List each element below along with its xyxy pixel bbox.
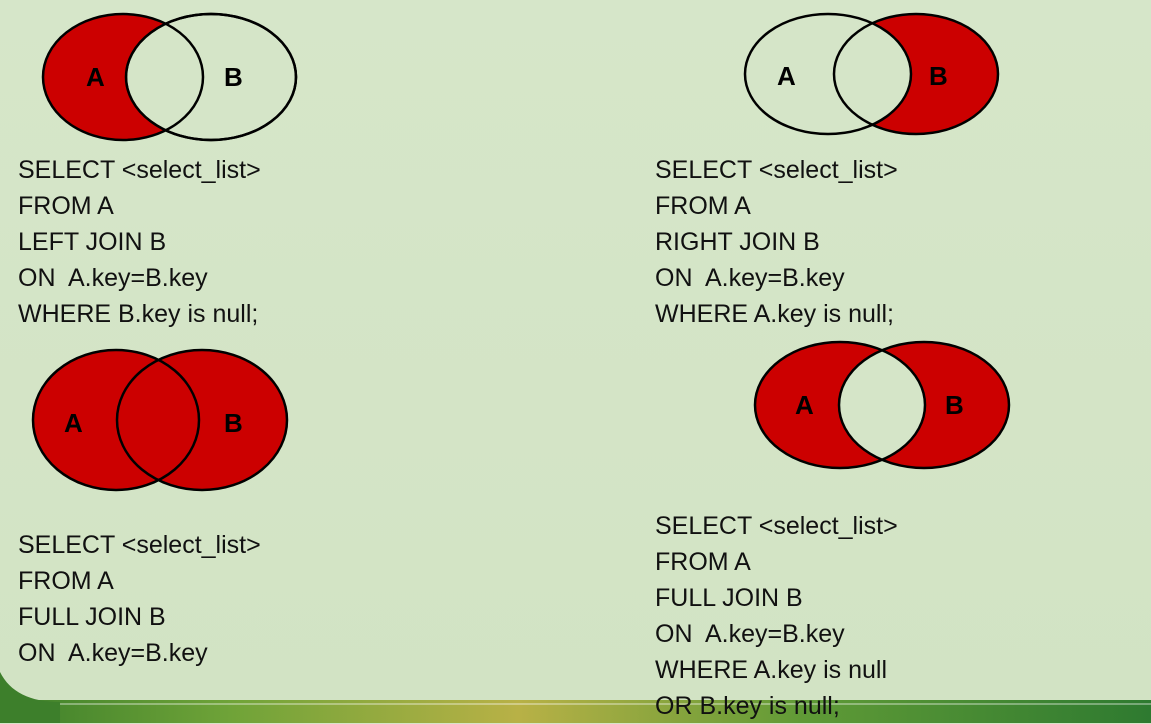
sql-line: ON A.key=B.key (18, 264, 208, 292)
sql-line: ON A.key=B.key (18, 639, 208, 667)
sql-line: SELECT <select_list> (18, 156, 261, 184)
sql-line: OR B.key is null; (655, 692, 840, 720)
sql-full-outer: SELECT <select_list> FROM A FULL JOIN B … (18, 527, 261, 671)
venn-left-exclusive: A B (41, 12, 298, 142)
set-a-circle (43, 14, 203, 140)
sql-line: RIGHT JOIN B (655, 228, 820, 256)
sql-line: WHERE A.key is null (655, 656, 888, 684)
sql-line: WHERE A.key is null; (655, 300, 894, 328)
sql-line: SELECT <select_list> (655, 156, 898, 184)
sql-line: FROM A (18, 567, 114, 595)
sql-full-outer-exclusive: SELECT <select_list> FROM A FULL JOIN B … (655, 508, 898, 724)
sql-right-exclusive: SELECT <select_list> FROM A RIGHT JOIN B… (655, 152, 898, 332)
label-b: B (224, 408, 243, 438)
sql-line: FROM A (655, 192, 751, 220)
venn-full-outer: A B (31, 348, 289, 492)
set-b-circle (117, 350, 287, 490)
venn-right-exclusive: A B (743, 12, 1000, 136)
label-a: A (795, 390, 814, 420)
venn-full-outer-exclusive: A B (753, 340, 1011, 470)
sql-line: ON A.key=B.key (655, 620, 845, 648)
label-a: A (86, 62, 105, 92)
sql-line: WHERE B.key is null; (18, 300, 259, 328)
sql-left-exclusive: SELECT <select_list> FROM A LEFT JOIN B … (18, 152, 261, 332)
label-a: A (64, 408, 83, 438)
sql-line: ON A.key=B.key (655, 264, 845, 292)
set-b-circle (834, 14, 998, 134)
sql-line: LEFT JOIN B (18, 228, 167, 256)
corner-swoosh-decoration (0, 672, 60, 723)
label-a: A (777, 61, 796, 91)
sql-line: SELECT <select_list> (655, 512, 898, 540)
sql-line: FULL JOIN B (655, 584, 803, 612)
footer-stripe (0, 703, 1151, 705)
footer-band (0, 700, 1151, 723)
sql-line: FROM A (655, 548, 751, 576)
label-b: B (929, 61, 948, 91)
sql-line: SELECT <select_list> (18, 531, 261, 559)
label-b: B (945, 390, 964, 420)
sql-line: FROM A (18, 192, 114, 220)
label-b: B (224, 62, 243, 92)
sql-line: FULL JOIN B (18, 603, 166, 631)
